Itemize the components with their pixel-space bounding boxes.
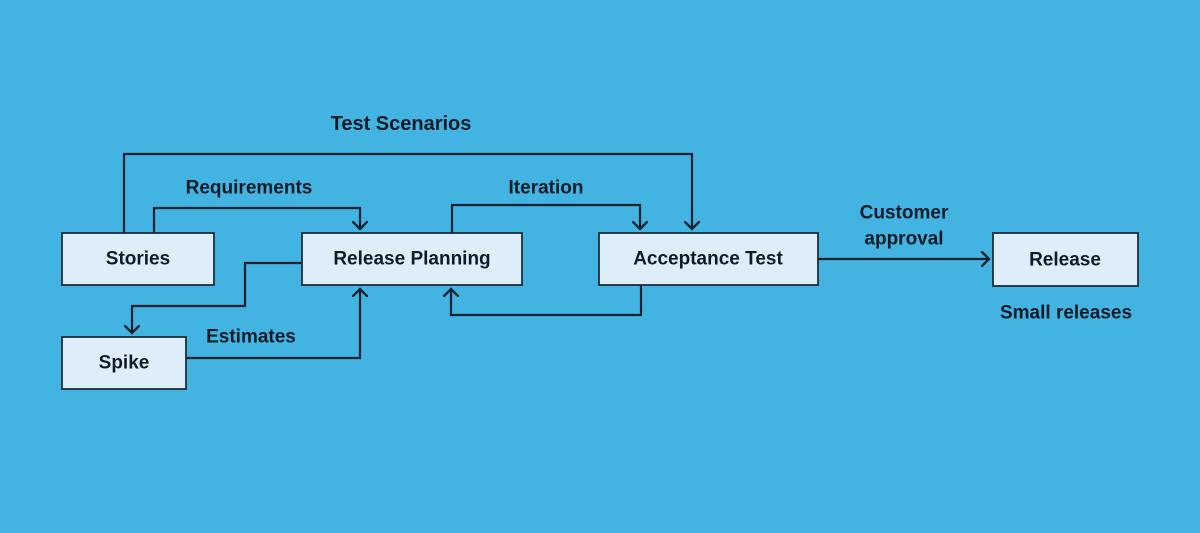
node-release-planning-label: Release Planning bbox=[333, 249, 490, 270]
label-iteration: Iteration bbox=[509, 178, 584, 199]
edge-iteration-forward bbox=[450, 203, 649, 233]
label-customer-approval-line2: approval bbox=[864, 229, 943, 250]
node-spike-box bbox=[61, 336, 187, 390]
edge-estimates bbox=[186, 287, 369, 360]
label-small-releases: Small releases bbox=[1000, 303, 1132, 324]
node-release-planning: Release Planning bbox=[301, 232, 523, 286]
label-test-scenarios: Test Scenarios bbox=[331, 113, 472, 135]
node-spike-label: Spike bbox=[99, 353, 150, 374]
node-spike: Spike bbox=[61, 336, 187, 390]
node-acceptance-test: Acceptance Test bbox=[598, 232, 819, 286]
node-acceptance-test-label: Acceptance Test bbox=[633, 249, 783, 270]
edges-layer bbox=[122, 152, 991, 360]
node-release-box bbox=[992, 232, 1139, 287]
node-release-planning-box bbox=[301, 232, 523, 286]
nodes-layer: Stories Release Planning Acceptance Test… bbox=[61, 232, 1139, 390]
node-stories-label: Stories bbox=[106, 249, 170, 270]
edge-test-scenarios bbox=[122, 152, 701, 233]
label-estimates: Estimates bbox=[206, 327, 296, 348]
edge-requirements bbox=[152, 206, 369, 233]
node-release-label: Release bbox=[1029, 250, 1101, 271]
label-requirements: Requirements bbox=[186, 178, 313, 199]
node-acceptance-test-box bbox=[598, 232, 819, 286]
node-release: Release bbox=[992, 232, 1139, 287]
node-stories-box bbox=[61, 232, 215, 286]
edge-spike-feed bbox=[123, 261, 302, 335]
edge-iteration-return bbox=[442, 285, 643, 317]
label-customer-approval-line1: Customer bbox=[860, 203, 949, 224]
edge-labels-layer: Test Scenarios Requirements Iteration Cu… bbox=[186, 113, 1132, 348]
node-stories: Stories bbox=[61, 232, 215, 286]
